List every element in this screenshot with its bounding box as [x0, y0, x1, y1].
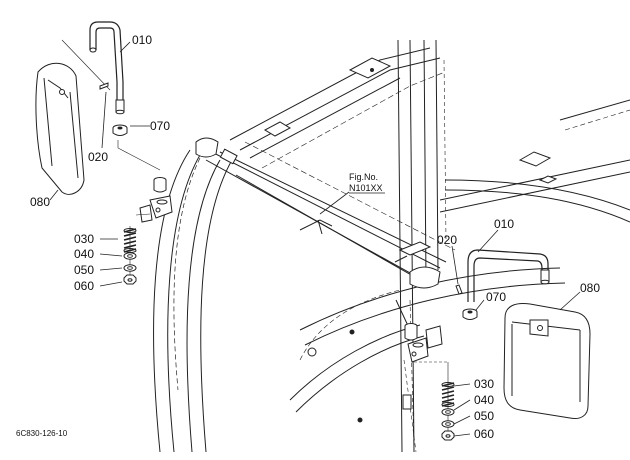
- cab-frame: [153, 39, 630, 453]
- label-050-left: 050: [74, 263, 94, 277]
- label-080-right: 080: [580, 281, 600, 295]
- grommet-070-left: [112, 124, 128, 136]
- label-020-left: 020: [88, 150, 108, 164]
- diagram-code: 6C830-126-10: [16, 429, 68, 438]
- bracket-right: [407, 325, 443, 363]
- label-030-right: 030: [474, 377, 494, 391]
- bushing-right: [404, 323, 418, 341]
- washer-050-left: [123, 264, 137, 272]
- fig-ref-line1: Fig.No.: [349, 172, 378, 182]
- label-080-left: 080: [30, 195, 50, 209]
- mirror-080-right: [503, 303, 591, 419]
- mirror-080-left: [35, 39, 111, 195]
- bushing-left: [153, 177, 167, 193]
- bracket-left: [135, 195, 173, 223]
- label-010-right: 010: [494, 217, 514, 231]
- label-050-right: 050: [474, 409, 494, 423]
- nut-060-left: [123, 274, 137, 285]
- left-mirror-assembly: [35, 21, 173, 285]
- label-060-left: 060: [74, 279, 94, 293]
- fig-ref-line2: N101XX: [349, 183, 383, 193]
- mirror-arm-010-right: [467, 249, 550, 302]
- label-070-right: 070: [486, 290, 506, 304]
- label-060-right: 060: [474, 427, 494, 441]
- label-020-right: 020: [437, 233, 457, 247]
- label-040-right: 040: [474, 393, 494, 407]
- label-010-left: 010: [132, 33, 152, 47]
- nut-060-right: [441, 430, 455, 441]
- right-leaders: [319, 191, 581, 437]
- washer-040-left: [123, 252, 137, 260]
- washer-040-right: [441, 408, 455, 416]
- pin-020-right: [455, 284, 463, 295]
- grommet-070-right: [462, 308, 478, 320]
- label-070-left: 070: [150, 119, 170, 133]
- pin-020-left: [99, 82, 109, 90]
- mirror-arm-010-left: [89, 21, 125, 115]
- left-leaders: [49, 41, 150, 287]
- label-030-left: 030: [74, 232, 94, 246]
- washer-050-right: [441, 420, 455, 428]
- label-040-left: 040: [74, 247, 94, 261]
- right-mirror-assembly: [404, 249, 591, 441]
